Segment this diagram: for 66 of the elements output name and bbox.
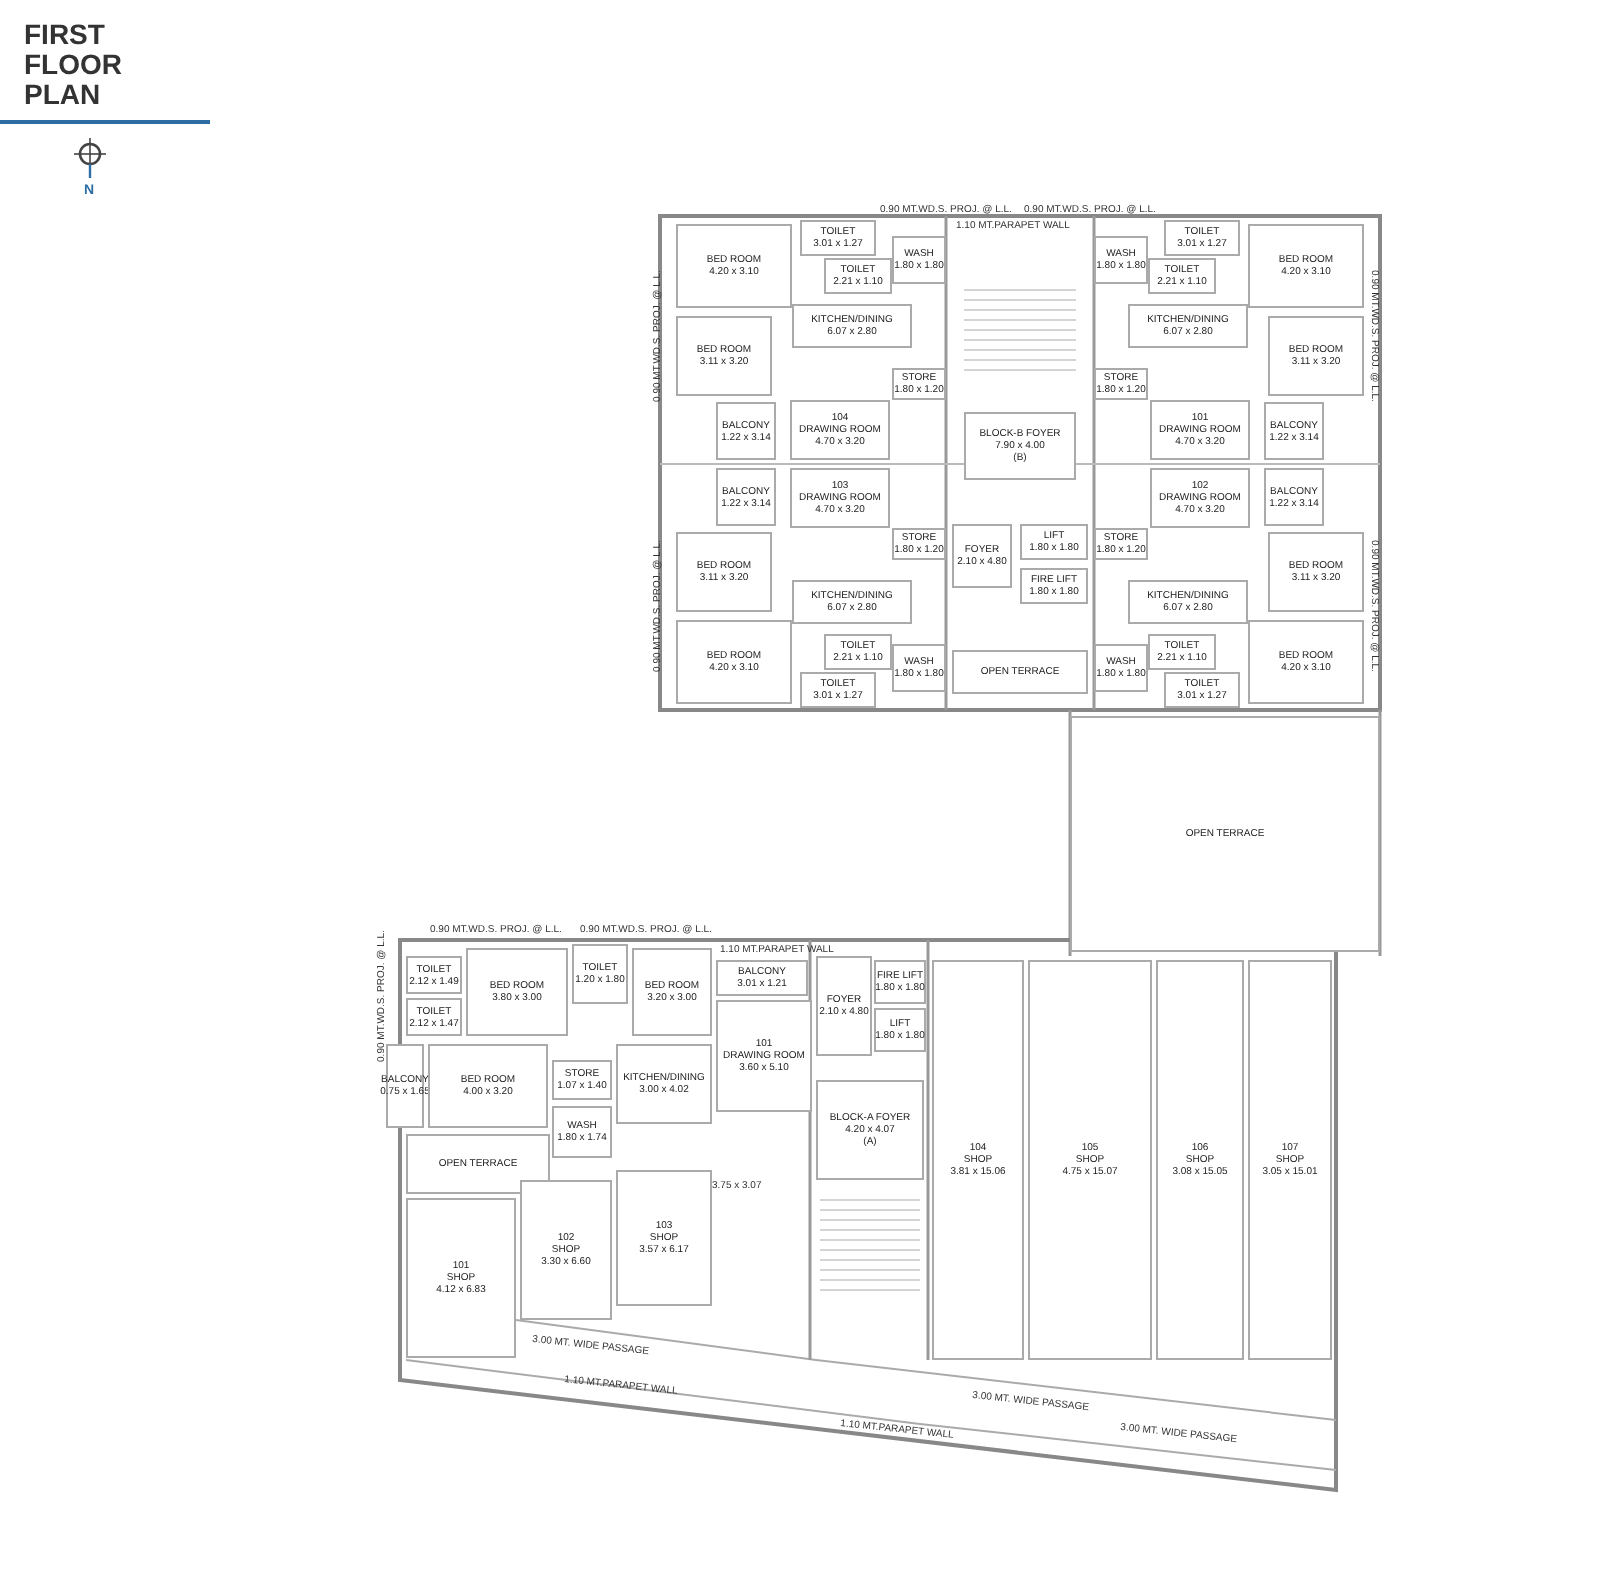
room-outline [716, 960, 808, 996]
room-outline [716, 1000, 812, 1112]
room-outline [676, 224, 792, 308]
room-outline [1020, 524, 1088, 560]
room-outline [792, 304, 912, 348]
room-outline [1264, 402, 1324, 460]
room-outline [676, 620, 792, 704]
room-outline [716, 468, 776, 526]
room-outline [790, 468, 890, 528]
room-outline [616, 1170, 712, 1306]
room-outline [932, 960, 1024, 1360]
room-outline [790, 400, 890, 460]
room-outline [1164, 220, 1240, 256]
room-outline [406, 956, 462, 994]
room-outline [1128, 580, 1248, 624]
room-outline [1268, 532, 1364, 612]
room-outline [1094, 236, 1148, 284]
room-outline [1148, 258, 1216, 294]
room-outline [892, 528, 946, 560]
room-outline [800, 672, 876, 708]
room-outline [676, 316, 772, 396]
room-outline [892, 236, 946, 284]
room-outline [552, 1106, 612, 1158]
room-outline [952, 524, 1012, 588]
room-outline [1150, 468, 1250, 528]
room-outline [892, 644, 946, 692]
room-outline [1020, 568, 1088, 604]
room-outline [1028, 960, 1152, 1360]
room-outline [1156, 960, 1244, 1360]
room-outline [792, 580, 912, 624]
room-outline [892, 368, 946, 400]
room-outline [1094, 528, 1148, 560]
room-outline [1128, 304, 1248, 348]
room-outline [1070, 716, 1380, 952]
room-outline [406, 998, 462, 1036]
room-outline [800, 220, 876, 256]
room-outline [572, 944, 628, 1004]
room-outline [616, 1044, 712, 1124]
room-outline [1248, 960, 1332, 1360]
room-outline [816, 956, 872, 1056]
room-outline [552, 1060, 612, 1100]
room-outline [874, 960, 926, 1004]
room-outline [406, 1198, 516, 1358]
room-outline [1150, 400, 1250, 460]
room-outline [874, 1008, 926, 1052]
plan-title: FIRST FLOOR PLAN [24, 20, 124, 110]
room-outline [824, 634, 892, 670]
room-outline [1248, 620, 1364, 704]
room-outline [816, 1080, 924, 1180]
room-outline [1268, 316, 1364, 396]
room-outline [676, 532, 772, 612]
room-outline [1148, 634, 1216, 670]
room-outline [428, 1044, 548, 1128]
room-outline [952, 650, 1088, 694]
room-outline [1164, 672, 1240, 708]
room-outline [1094, 644, 1148, 692]
room-outline [466, 948, 568, 1036]
room-outline [520, 1180, 612, 1320]
room-outline [824, 258, 892, 294]
room-outline [716, 402, 776, 460]
room-outline [1248, 224, 1364, 308]
room-outline [1264, 468, 1324, 526]
room-outline [964, 412, 1076, 480]
room-outline [632, 948, 712, 1036]
room-outline [1094, 368, 1148, 400]
room-outline [406, 1134, 550, 1194]
